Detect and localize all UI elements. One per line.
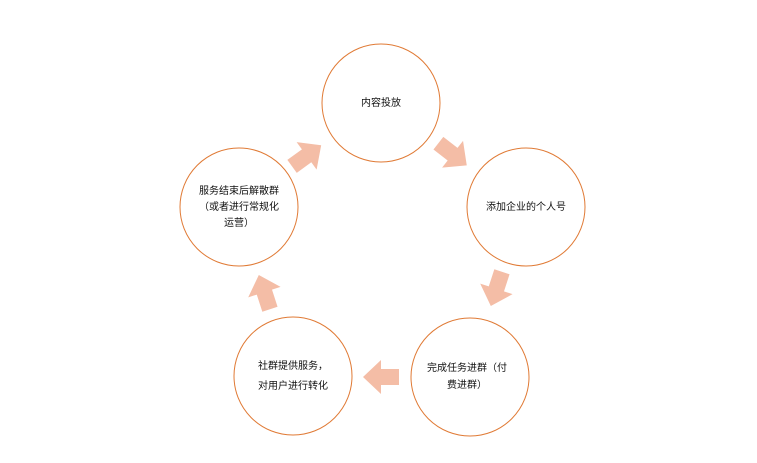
- node-circle: [179, 147, 299, 267]
- node-label-line-1: 社群提供服务，: [258, 359, 328, 372]
- arrow-join-to-service: [363, 360, 399, 394]
- node-label-line-2: （或者进行常规化: [199, 200, 279, 213]
- node-label-line-3: 运营）: [224, 216, 254, 229]
- arrow-service-to-disband: [248, 274, 281, 312]
- node-label-line-1: 服务结束后解散群: [199, 184, 279, 197]
- node-join-group: 完成任务进群（付 费进群）: [410, 317, 530, 437]
- arrow-add-to-join: [480, 269, 513, 307]
- node-circle: [233, 316, 353, 436]
- arrow-shape: [480, 269, 513, 307]
- arrow-shape: [363, 360, 399, 394]
- node-label: 内容投放: [361, 96, 401, 109]
- node-add-wecom: 添加企业的个人号: [466, 147, 586, 267]
- arrow-shape: [287, 142, 322, 173]
- arrow-shape: [433, 136, 467, 168]
- arrow-content-to-add: [433, 136, 467, 168]
- node-service: 社群提供服务， 对用户进行转化: [233, 316, 353, 436]
- node-label: 添加企业的个人号: [486, 200, 566, 213]
- arrow-shape: [248, 274, 281, 312]
- node-circle: [410, 317, 530, 437]
- node-circle: [321, 43, 441, 163]
- node-label-line-1: 完成任务进群（付: [427, 361, 507, 374]
- arrow-disband-to-content: [287, 142, 322, 173]
- node-label-line-2: 费进群）: [447, 378, 487, 391]
- node-content: 内容投放: [321, 43, 441, 163]
- node-disband: 服务结束后解散群 （或者进行常规化 运营）: [179, 147, 299, 267]
- node-label-line-2: 对用户进行转化: [258, 379, 328, 392]
- node-circle: [466, 147, 586, 267]
